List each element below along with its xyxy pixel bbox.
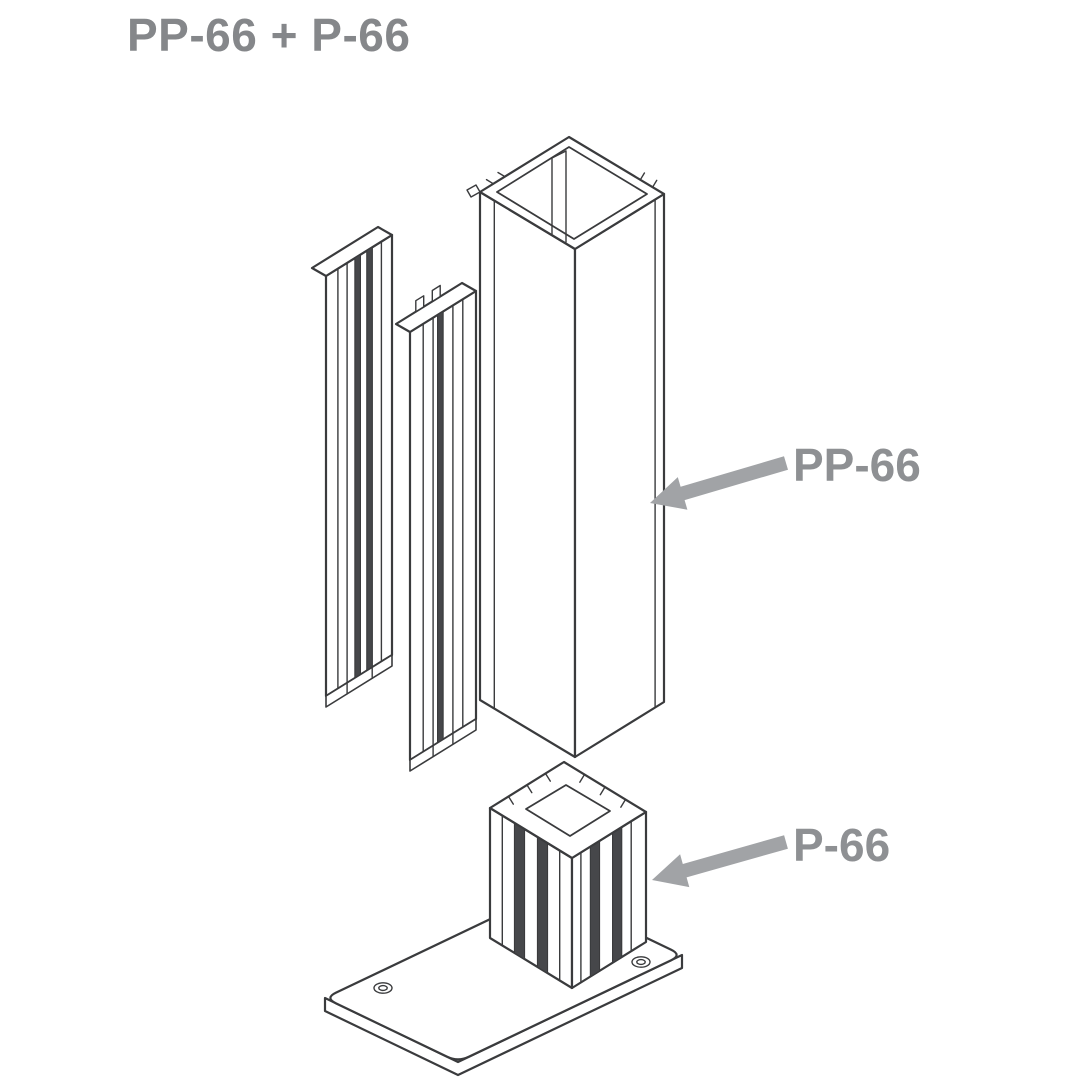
cover-strip-b xyxy=(394,281,478,772)
callout-label-p66: P-66 xyxy=(793,819,891,871)
pp66-arrow-left-icon xyxy=(650,456,788,510)
screw-hole-right xyxy=(631,956,651,968)
page-title: PP-66 + P-66 xyxy=(127,9,411,61)
cover-strip-a xyxy=(310,225,394,708)
p66-arrow-left-icon xyxy=(652,835,788,888)
screw-hole-left xyxy=(373,982,393,994)
callout-label-pp66: PP-66 xyxy=(793,439,921,491)
mullion-profile-pp66 xyxy=(466,135,666,759)
ribbed-post-p66 xyxy=(488,760,648,990)
